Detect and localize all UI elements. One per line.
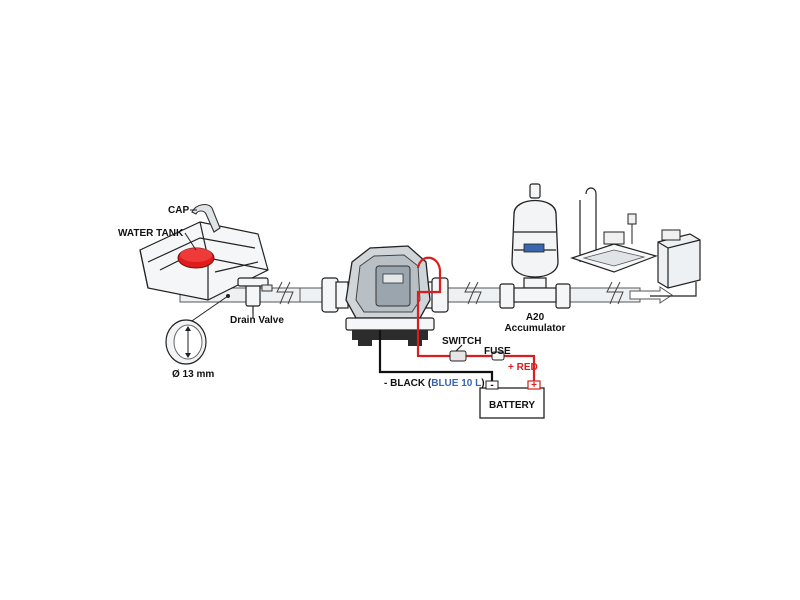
pump: [321, 245, 449, 346]
fuse-icon: [491, 351, 505, 361]
red-wire-label: + RED: [508, 362, 538, 373]
battery-plus-label: +: [531, 380, 537, 391]
accumulator: [499, 183, 571, 309]
black-wire-label-blue: BLUE 10 L: [431, 378, 481, 389]
black-wire-label: - BLACK (BLUE 10 L): [384, 378, 485, 389]
battery-negative-terminal: [485, 380, 499, 390]
black-wire-label-prefix: - BLACK (: [384, 378, 432, 389]
fuse-label: FUSE: [484, 346, 511, 357]
black-wire-label-suffix: ): [481, 378, 484, 389]
battery-positive-terminal: [527, 380, 541, 390]
switch-icon: [449, 344, 467, 362]
accumulator-model-label: A20: [526, 312, 545, 323]
diameter-label: Ø 13 mm: [172, 369, 214, 380]
black-wire: [378, 330, 494, 382]
drain-valve-label: Drain Valve: [230, 315, 284, 326]
wires: [378, 256, 536, 382]
battery-minus-label: -: [490, 380, 493, 391]
switch-label: SWITCH: [442, 336, 481, 347]
cap-label: CAP: [168, 205, 189, 216]
water-tank: [139, 221, 269, 301]
pipe-cross-section-icon: [165, 319, 207, 365]
accumulator-label: Accumulator: [504, 323, 565, 334]
sink-faucets: [570, 187, 701, 297]
pipe-break: [276, 281, 624, 305]
battery-label: BATTERY: [489, 400, 535, 411]
water-tank-label: WATER TANK: [118, 228, 184, 239]
red-wire: [416, 256, 450, 358]
cap-icon: [191, 203, 221, 233]
flow-arrow-icon: [629, 286, 673, 304]
battery: - + BATTERY: [479, 380, 545, 419]
